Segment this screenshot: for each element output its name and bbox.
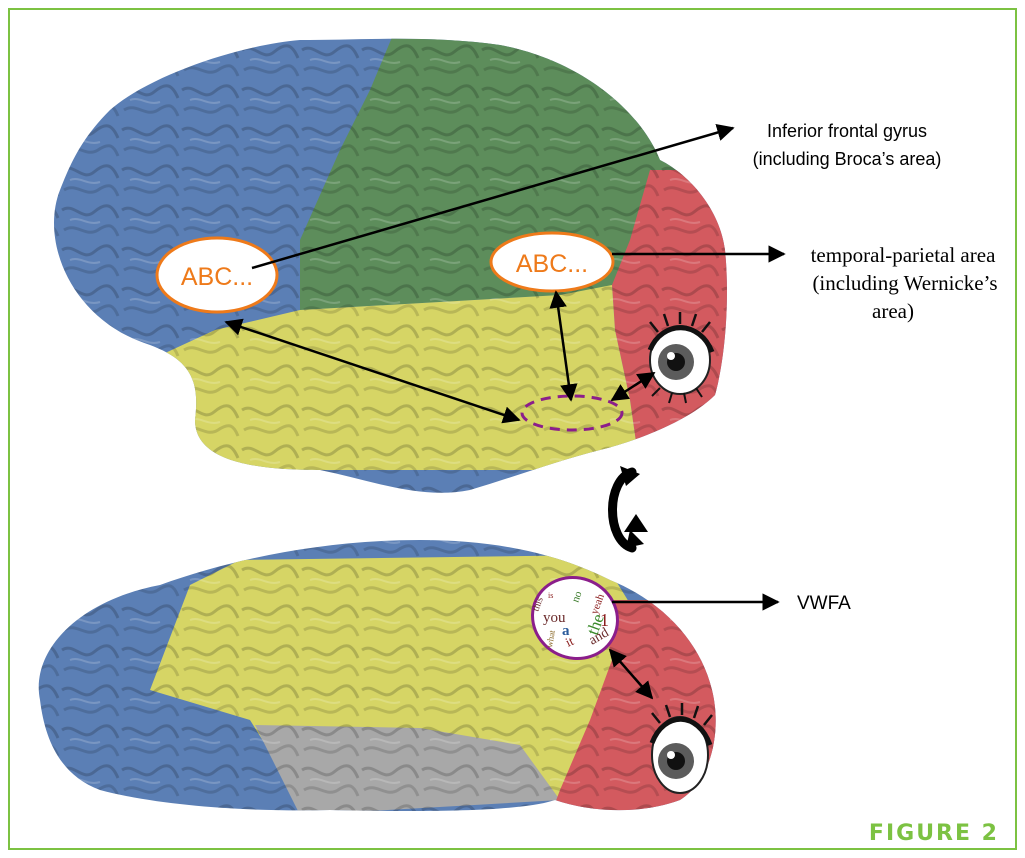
ventral-brain — [0, 520, 1025, 840]
abc-frontal-bubble: ABC... — [157, 238, 277, 312]
figure-label: FIGURE 2 — [869, 821, 999, 846]
word-1: 1 — [600, 610, 609, 630]
label-ifg-line1: Inferior frontal gyrus — [767, 121, 927, 141]
abc-temporal-bubble: ABC... — [491, 233, 613, 291]
abc-temporal-text: ABC... — [516, 250, 588, 278]
label-tp-line1: temporal-parietal area — [811, 243, 996, 267]
label-tp-line3: area) — [872, 299, 914, 323]
word-is: is — [548, 591, 553, 600]
rotate-arrow-icon — [613, 466, 649, 548]
label-vwfa: VWFA — [797, 593, 851, 614]
abc-frontal-text: ABC... — [181, 263, 253, 291]
label-ifg-line2: (including Broca’s area) — [753, 149, 942, 169]
label-tp-line2: (including Wernicke’s — [812, 271, 997, 295]
